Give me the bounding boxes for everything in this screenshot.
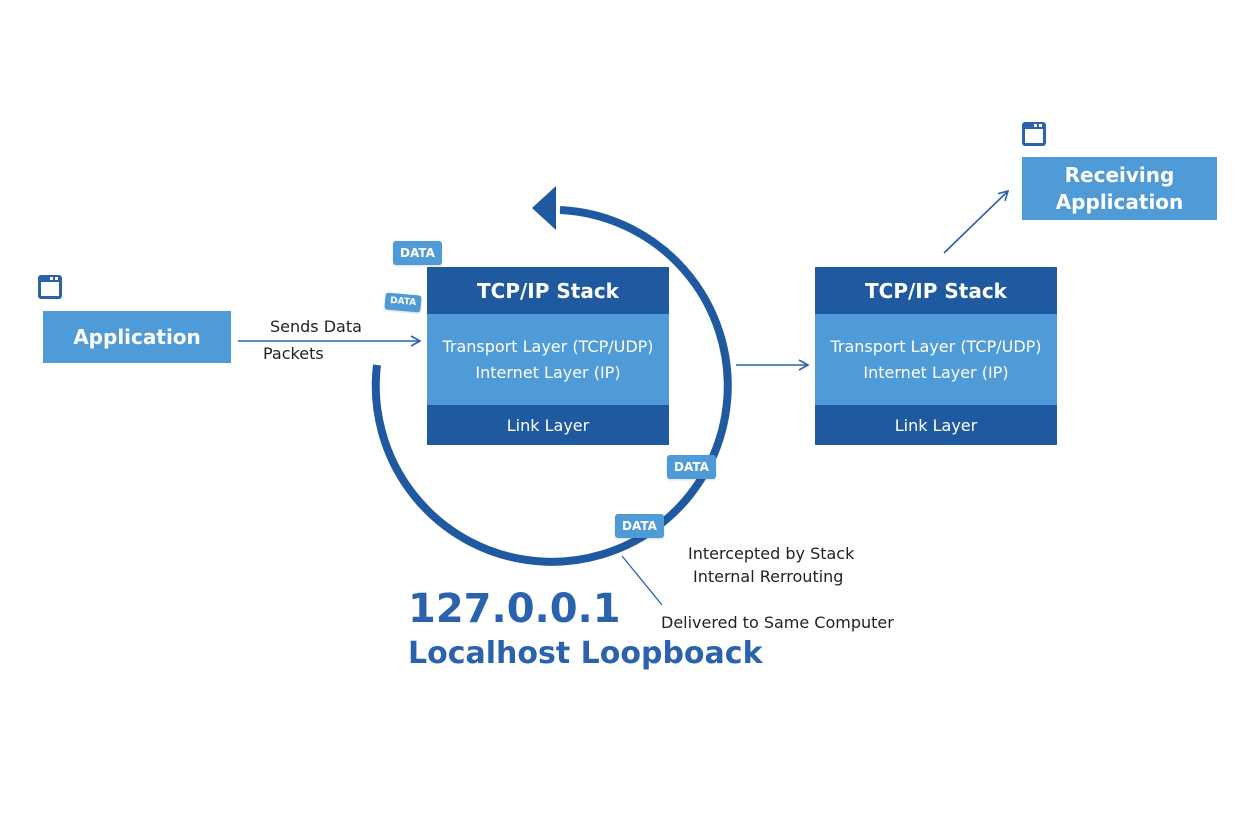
receiving-label-line1: Receiving — [1064, 162, 1175, 187]
link-layer: Link Layer — [815, 405, 1057, 445]
stack-upper-layers: Transport Layer (TCP/UDP) Internet Layer… — [427, 314, 669, 405]
sends-data-label: Sends Data — [270, 317, 362, 336]
stack-title: TCP/IP Stack — [427, 267, 669, 314]
data-packet-tag: DATA — [615, 514, 664, 538]
transport-layer: Transport Layer (TCP/UDP) — [442, 336, 654, 356]
app-window-icon — [1022, 122, 1046, 146]
data-packet-tag: DATA — [393, 241, 442, 265]
tcpip-stack-receiver[interactable]: TCP/IP Stack Transport Layer (TCP/UDP) I… — [815, 267, 1057, 445]
stack-upper-layers: Transport Layer (TCP/UDP) Internet Layer… — [815, 314, 1057, 405]
link-layer: Link Layer — [427, 405, 669, 445]
receiving-application-box[interactable]: Receiving Application — [1022, 157, 1217, 220]
transport-layer: Transport Layer (TCP/UDP) — [830, 336, 1042, 356]
loopback-title: Localhost Loopboack — [408, 636, 763, 671]
internet-layer: Internet Layer (IP) — [475, 362, 621, 382]
receiving-label-line2: Application — [1055, 189, 1184, 214]
app-window-icon — [38, 275, 62, 299]
delivered-annotation: Delivered to Same Computer — [661, 613, 894, 632]
data-packet-tag: DATA — [384, 292, 422, 313]
application-label: Application — [73, 324, 201, 349]
rerouting-annotation: Internal Rerrouting — [693, 567, 844, 586]
loopback-arrowhead — [532, 186, 556, 230]
application-box[interactable]: Application — [43, 311, 231, 363]
deliver-arrow — [943, 189, 1010, 254]
tcpip-stack-sender[interactable]: TCP/IP Stack Transport Layer (TCP/UDP) I… — [427, 267, 669, 445]
data-packet-tag: DATA — [667, 455, 716, 479]
internet-layer: Internet Layer (IP) — [863, 362, 1009, 382]
loopback-address: 127.0.0.1 — [408, 586, 621, 632]
packets-label: Packets — [263, 344, 324, 363]
intercepted-annotation: Intercepted by Stack — [688, 544, 855, 563]
loopback-arc — [371, 206, 732, 566]
annotation-pointer-line — [621, 555, 663, 606]
stack-title: TCP/IP Stack — [815, 267, 1057, 314]
